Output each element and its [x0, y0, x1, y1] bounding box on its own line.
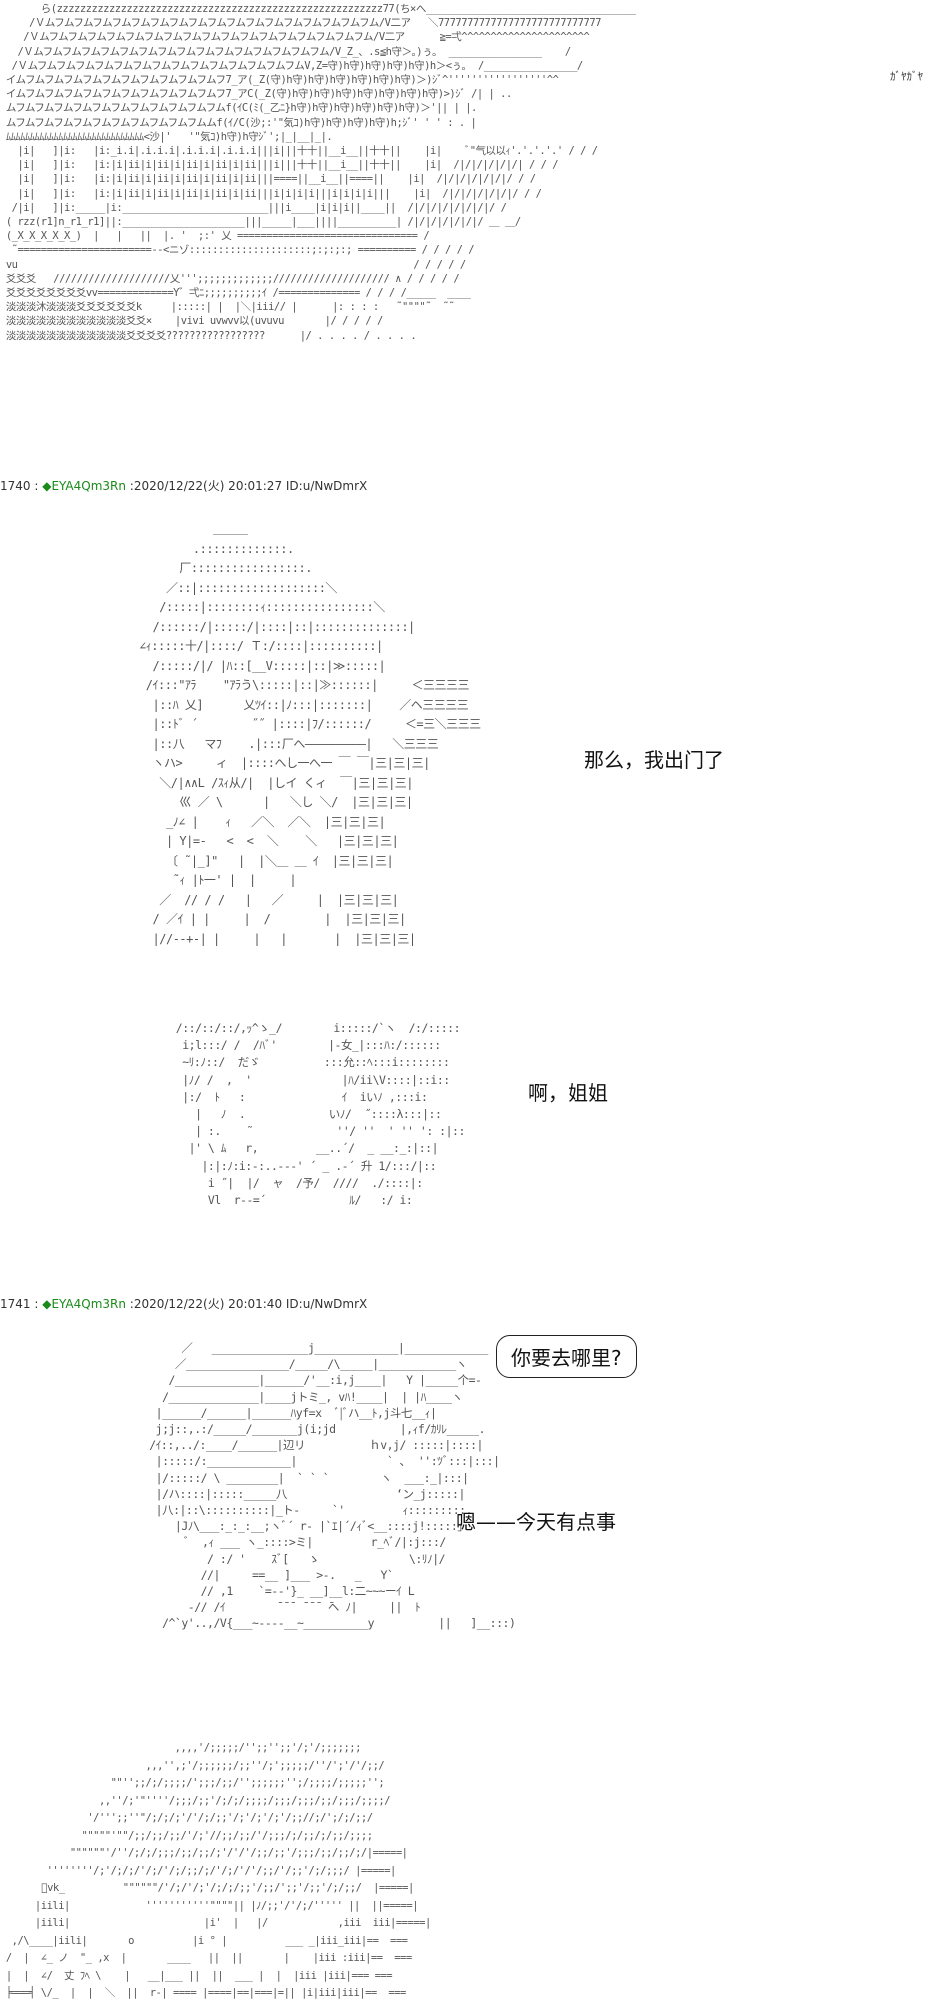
chatter-sfx: ｶﾞﾔｶﾞﾔ — [890, 70, 923, 83]
post-trip[interactable]: ◆EYA4Qm3Rn — [42, 479, 126, 493]
post-header-1741: 1741 : ◆EYA4Qm3Rn :2020/12/22(火) 20:01:4… — [0, 1295, 367, 1312]
scene-5-tree-street-art: ,,,,'/;;;;;/'';;'';;'/;'/;;;;;;; ,,,'',;… — [5, 1742, 431, 1999]
post-trip[interactable]: ◆EYA4Qm3Rn — [42, 1297, 126, 1311]
post-number: 1740 — [0, 479, 31, 493]
post-separator: : — [30, 1297, 43, 1311]
post-meta: :2020/12/22(火) 20:01:40 ID:u/NwDmrX — [125, 1297, 368, 1311]
post-header-1740: 1740 : ◆EYA4Qm3Rn :2020/12/22(火) 20:01:2… — [0, 477, 367, 494]
dialog-line-sister: 啊，姐姐 — [528, 1081, 608, 1105]
scene-1-townscape-art: ら(zzzzzzzzzzzzzzzzzzzzzzzzzzzzzzzzzzzzzz… — [5, 3, 636, 342]
dialog-line-going-out: 那么，我出门了 — [584, 748, 724, 772]
scene-2-girl-with-hat-art: ＿＿＿ .:::::::::::::. 厂:::::::::::::::::. … — [139, 522, 481, 946]
post-number: 1741 — [0, 1297, 31, 1311]
scene-3-sister-closeup-art: /::/::/::/,ｯ^ゝ_/ i:::::/`ヽ /:/::::: i;l:… — [175, 1021, 466, 1208]
post-meta: :2020/12/22(火) 20:01:27 ID:u/NwDmrX — [125, 479, 368, 493]
dialog-line-errand: 嗯——今天有点事 — [456, 1510, 616, 1534]
scene-4-girl-art: ／ _______________j_____________|________… — [149, 1341, 516, 1631]
post-separator: : — [30, 479, 43, 493]
speech-bubble-where-going: 你要去哪里? — [496, 1335, 637, 1378]
